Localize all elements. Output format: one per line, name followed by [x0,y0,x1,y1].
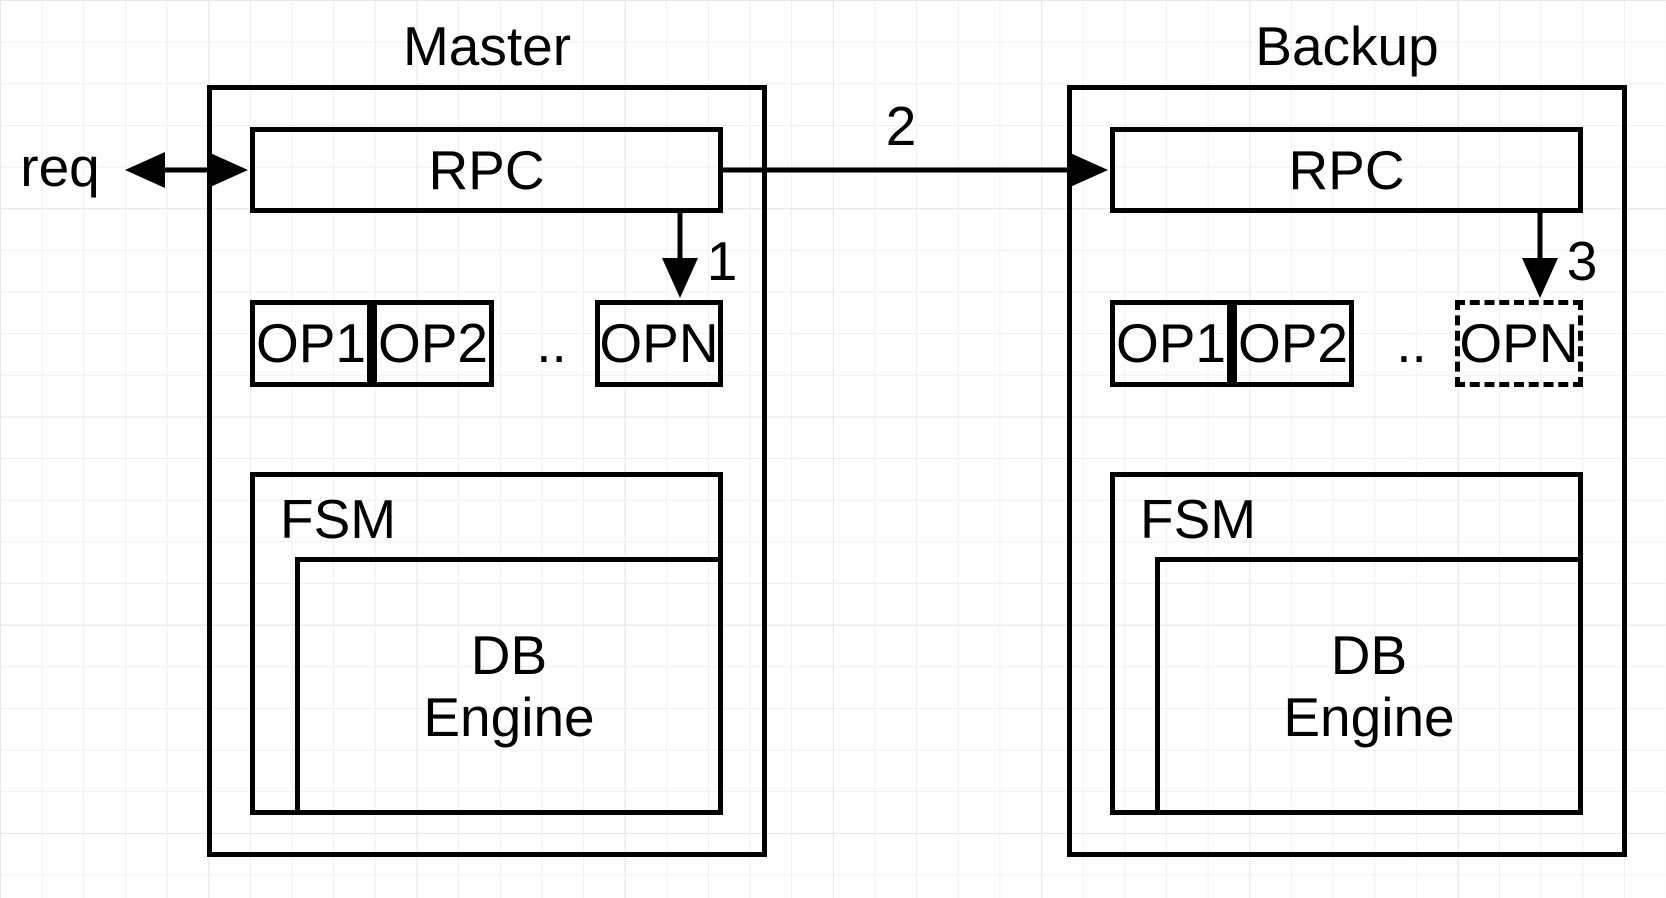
backup-db-engine-line2: Engine [1283,686,1455,748]
master-container-box [207,85,767,857]
master-opn-box: OPN [595,300,723,387]
step-2-label: 2 [885,95,917,157]
step-3-label: 3 [1566,230,1598,292]
backup-op2-box: OP2 [1232,300,1354,387]
master-ops-ellipsis: .. [536,312,567,374]
backup-db-engine-line1: DB [1330,624,1408,686]
backup-db-engine-box: DB Engine [1155,557,1583,815]
backup-ops-ellipsis: .. [1396,312,1427,374]
master-title: Master [402,15,572,77]
req-label: req [20,136,100,198]
master-rpc-box: RPC [250,127,723,213]
backup-container-box [1067,85,1627,857]
req-arrowhead-left [125,152,165,188]
master-op1-box: OP1 [250,300,372,387]
replicate-arrow-master-to-backup [723,152,1108,188]
backup-op1-box: OP1 [1110,300,1232,387]
master-db-engine-box: DB Engine [295,557,723,815]
master-db-engine-line1: DB [470,624,548,686]
step-1-label: 1 [706,230,738,292]
backup-title: Backup [1255,15,1439,77]
master-fsm-label: FSM [280,488,397,550]
backup-fsm-label: FSM [1140,488,1257,550]
backup-opn-box-dashed: OPN [1455,300,1583,387]
master-db-engine-line2: Engine [423,686,595,748]
master-op2-box: OP2 [372,300,494,387]
backup-rpc-box: RPC [1110,127,1583,213]
